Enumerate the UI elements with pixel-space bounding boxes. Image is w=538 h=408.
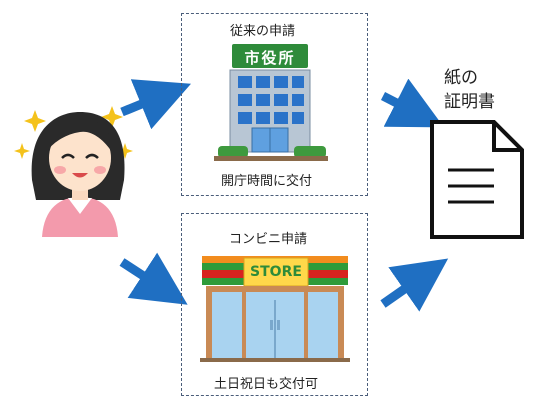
document-label-line1: 紙の (444, 68, 478, 88)
arrow-person-to-store (119, 252, 188, 305)
document-label-line2: 証明書 (444, 92, 495, 112)
city-hall-sign: 市役所 (244, 49, 296, 67)
arrows (119, 78, 449, 312)
woman-illustration (14, 106, 133, 237)
arrow-person-to-city-hall (120, 79, 191, 130)
city-hall-illustration (214, 44, 328, 161)
store-illustration (200, 256, 350, 362)
city-hall-caption: 開庁時間に交付 (221, 174, 313, 189)
city-hall-box (181, 13, 368, 196)
arrow-city-hall-to-document (380, 78, 445, 128)
store-sign: STORE (250, 264, 302, 280)
store-caption: 土日祝日も交付可 (214, 377, 319, 392)
store-title: コンビニ申請 (229, 232, 308, 247)
city-hall-title: 従来の申請 (230, 24, 296, 39)
paper-document-icon (430, 120, 524, 239)
store-box (181, 213, 368, 396)
sparkle-icon (14, 106, 133, 159)
arrow-store-to-document (380, 258, 449, 312)
